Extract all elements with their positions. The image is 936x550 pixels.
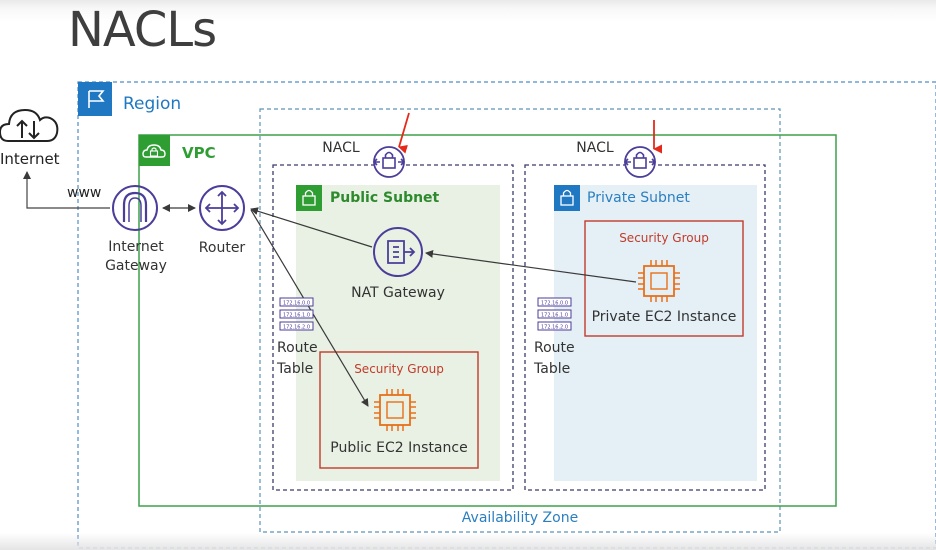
- nacl-public-label: NACL: [322, 140, 360, 156]
- chip-icon: [638, 260, 680, 302]
- bottom-fade: [0, 533, 936, 550]
- nacl-firewall-icon: [372, 146, 406, 178]
- private-security-group-label: Security Group: [619, 231, 709, 245]
- nat-gateway-icon: [373, 227, 423, 277]
- nat-gateway-label: NAT Gateway: [351, 285, 445, 301]
- route-entry: 172.16.0.0: [283, 300, 310, 306]
- route-entry: 172.16.1.0: [541, 312, 568, 318]
- router-arrows-icon: [199, 185, 245, 231]
- page-title: NACLs: [68, 2, 217, 58]
- private-ec2-to-nat-arrow: [425, 249, 637, 283]
- arch-gateway-icon: [112, 185, 158, 231]
- router-label: Router: [198, 240, 246, 256]
- route-entry: 172.16.2.0: [541, 324, 568, 330]
- public-security-group-box: [319, 351, 479, 469]
- cloud-upload-download-icon: [0, 108, 59, 142]
- availability-zone-label: Availability Zone: [461, 510, 579, 526]
- internet-label: Internet: [0, 150, 60, 168]
- nacl-private-label: NACL: [576, 140, 614, 156]
- availability-zone-box: [259, 108, 781, 533]
- route-table-icon: 172.16.0.0 172.16.1.0 172.16.2.0: [537, 297, 572, 331]
- private-subnet-label: Private Subnet: [587, 190, 690, 206]
- router-to-public-ec2-arrow: [250, 209, 369, 407]
- region-label: Region: [123, 94, 182, 114]
- padlock-icon: [296, 185, 322, 211]
- vpc-box: [138, 134, 837, 507]
- internet-connection-line: [23, 171, 110, 209]
- public-subnet-box: [296, 185, 500, 481]
- public-subnet-label: Public Subnet: [330, 190, 440, 206]
- route-entry: 172.16.2.0: [283, 324, 310, 330]
- public-security-group-label: Security Group: [354, 362, 444, 376]
- nacl-firewall-icon: [623, 146, 657, 178]
- internet-gateway-label: Internet Gateway: [105, 239, 167, 274]
- nat-to-router-arrow: [250, 207, 373, 248]
- vpc-label: VPC: [182, 144, 216, 162]
- chip-icon: [374, 389, 416, 431]
- route-table-left-label: Route Table: [277, 340, 318, 377]
- flag-icon: [78, 82, 112, 116]
- padlock-icon: [554, 185, 580, 211]
- public-ec2-label: Public EC2 Instance: [330, 440, 468, 456]
- private-security-group-box: [584, 220, 744, 337]
- route-table-icon: 172.16.0.0 172.16.1.0 172.16.2.0: [279, 297, 314, 331]
- route-table-right-label: Route Table: [534, 340, 575, 377]
- private-ec2-label: Private EC2 Instance: [591, 309, 737, 325]
- www-label: www: [67, 185, 102, 201]
- private-subnet-box: [554, 185, 757, 481]
- route-entry: 172.16.0.0: [541, 300, 568, 306]
- route-entry: 172.16.1.0: [283, 312, 310, 318]
- nacl-highlight-arrow: [398, 112, 410, 154]
- cloud-lock-icon: [139, 135, 170, 166]
